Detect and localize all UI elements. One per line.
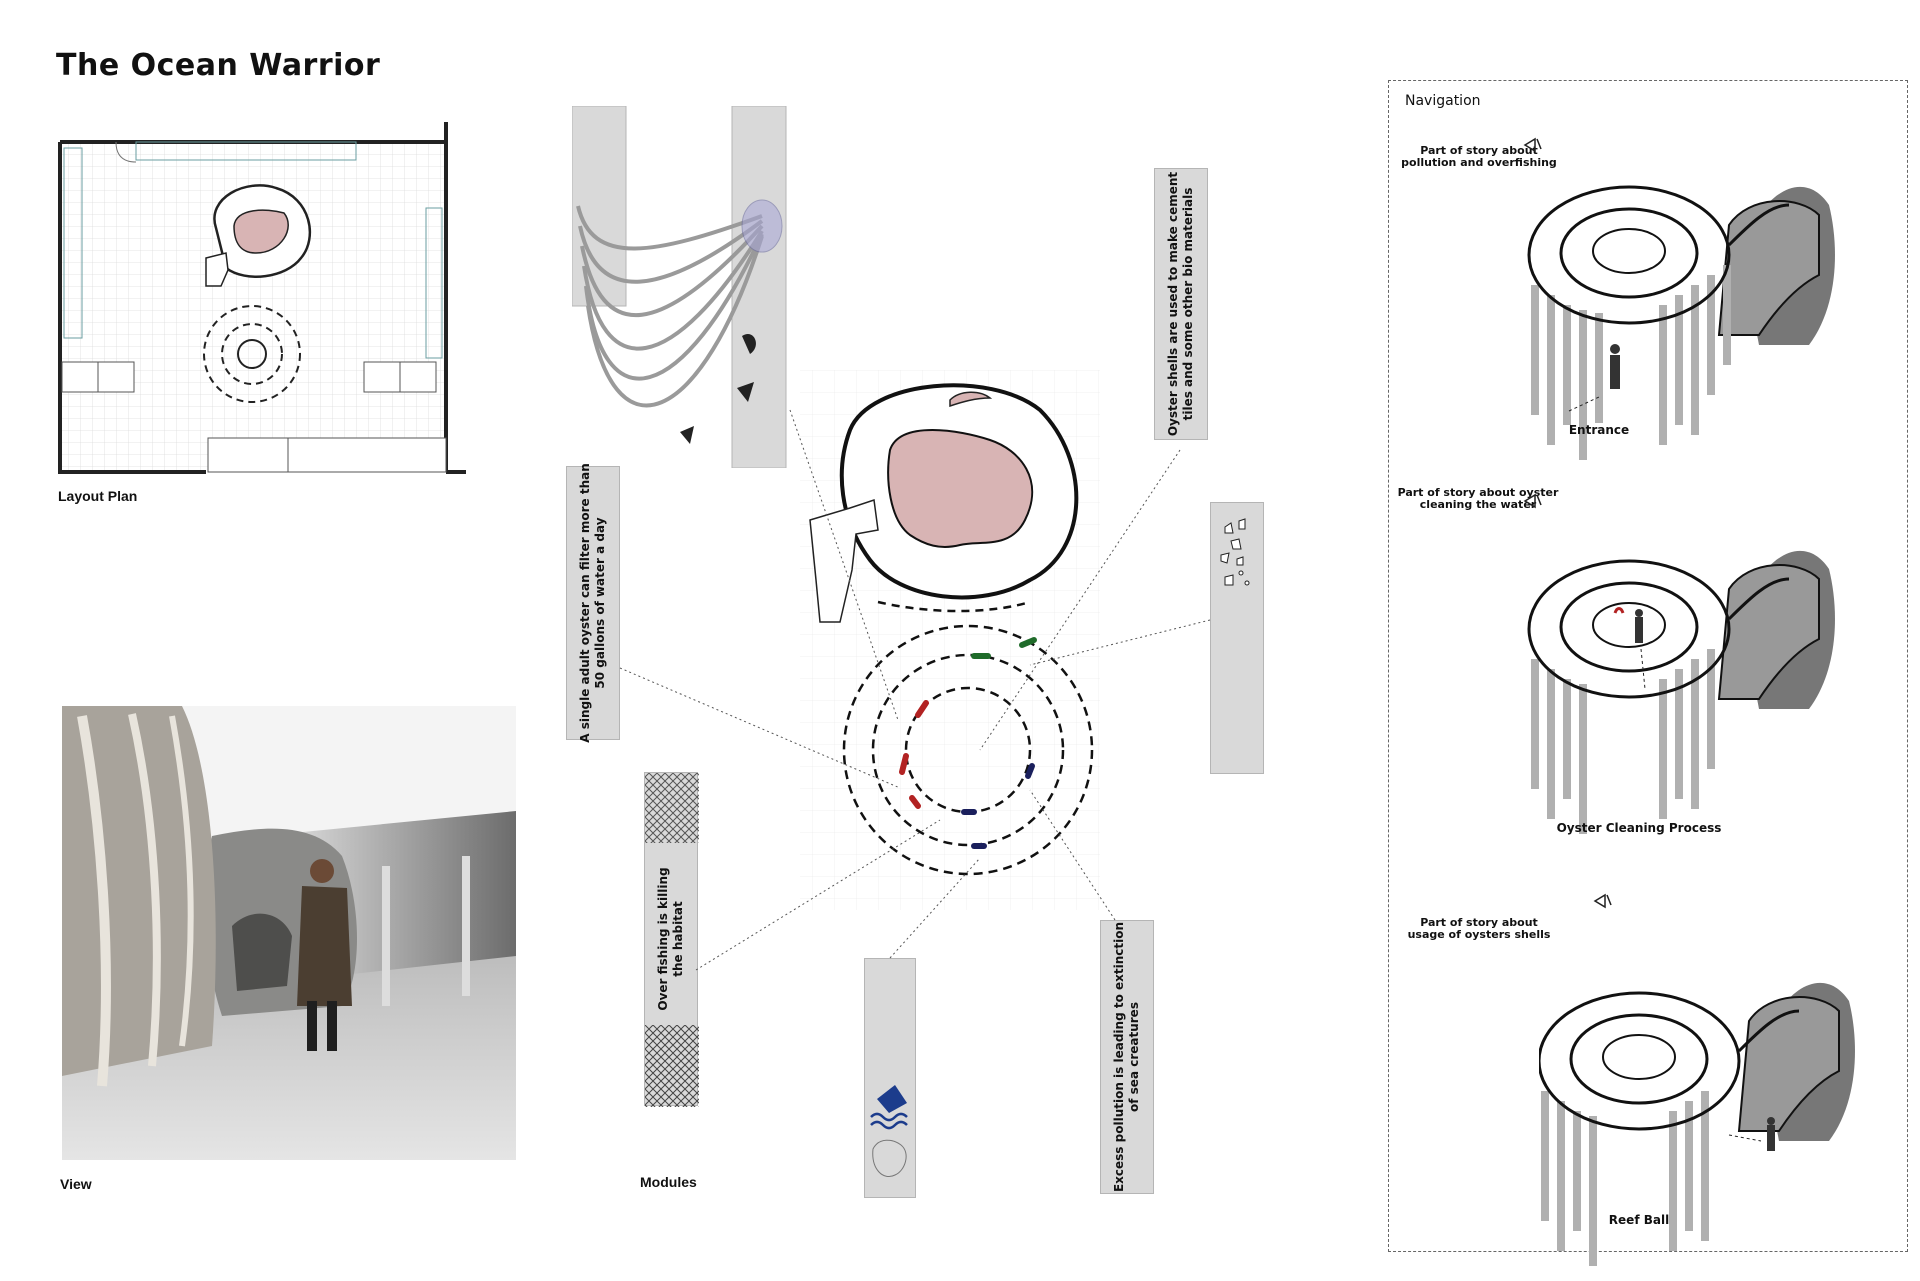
nav-entrance-diagram — [1519, 135, 1849, 465]
nav-cleaning-diagram — [1519, 489, 1849, 849]
nav-reef-diagram — [1539, 891, 1869, 1281]
nav-cleaning-caption: Oyster Cleaning Process — [1556, 821, 1722, 835]
modules-caption: Modules — [640, 1174, 697, 1190]
page-title: The Ocean Warrior — [56, 48, 381, 83]
view-render — [62, 706, 516, 1160]
callout-oyster-shells: Oyster shells are used to make cement ti… — [1154, 168, 1208, 440]
navigation-title: Navigation — [1405, 93, 1481, 109]
callout-oyster-filter: A single adult oyster can filter more th… — [566, 463, 620, 743]
nav-cleaning-label: Part of story about oyster cleaning the … — [1397, 486, 1559, 511]
view-caption: View — [60, 1176, 92, 1192]
shell-fragments-module — [1210, 502, 1264, 774]
nav-reef-label: Part of story about usage of oysters she… — [1407, 916, 1551, 941]
layout-plan-caption: Layout Plan — [58, 488, 138, 504]
navigation-panel: Navigation Part of story about pollution… — [1388, 80, 1908, 1266]
layout-plan-drawing — [56, 118, 476, 478]
callout-pollution: Excess pollution is leading to extinctio… — [1100, 920, 1154, 1194]
nav-entrance-label: Part of story about pollution and overfi… — [1401, 144, 1557, 169]
hanging-strands-module — [572, 106, 794, 468]
callout-overfishing: Over fishing is killing the habitat — [644, 772, 699, 1107]
leader-lines — [560, 100, 1280, 1200]
nav-reef-caption: Reef Ball — [1608, 1213, 1670, 1227]
nav-entrance-caption: Entrance — [1568, 423, 1630, 437]
pollution-icon-module — [864, 958, 916, 1198]
central-oyster-module — [790, 370, 1110, 910]
